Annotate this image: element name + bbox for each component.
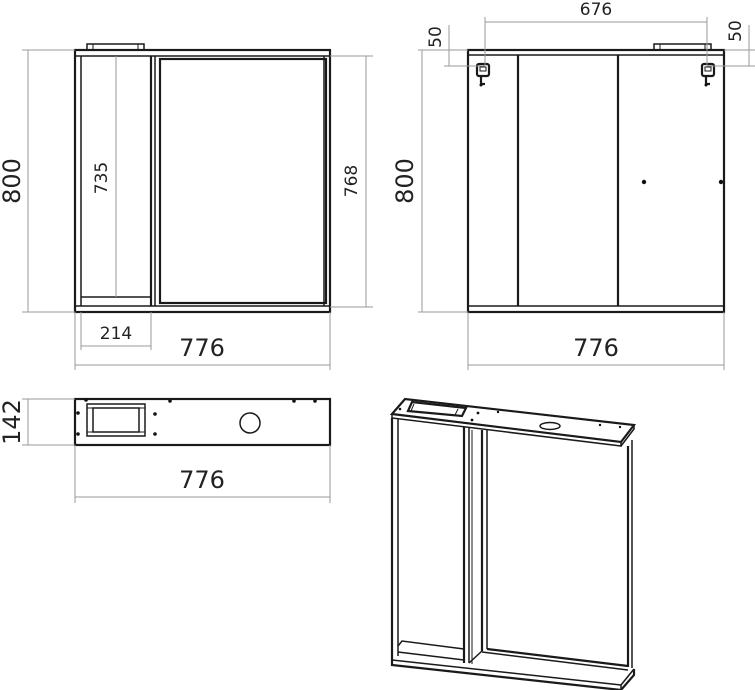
hanger-right-icon	[700, 62, 716, 87]
top-dimensions: 142 776	[0, 398, 331, 503]
iso-top-panel	[389, 397, 637, 444]
dim-hanger-spacing: 676	[580, 0, 612, 20]
iso-light-fixture	[406, 400, 468, 418]
dim-front-width: 776	[179, 334, 225, 362]
mount-hole	[718, 179, 724, 185]
dim-back-height: 800	[391, 158, 419, 204]
mirror-door	[158, 57, 328, 305]
front-view	[73, 43, 332, 314]
dim-front-left-section: 214	[100, 324, 132, 344]
cable-hole	[239, 412, 261, 434]
back-dimensions: 676 50 50 800 776	[391, 0, 755, 370]
dim-hanger-offset-left: 50	[426, 26, 446, 48]
cabinet-back-outline	[466, 48, 726, 314]
back-view	[466, 43, 726, 314]
cabinet-outline	[73, 48, 332, 314]
dim-front-inner-right: 768	[342, 165, 362, 197]
dim-hanger-offset-right: 50	[726, 20, 746, 42]
front-dimensions: 800 735 768 214 776	[0, 49, 373, 370]
dim-back-width: 776	[573, 334, 619, 362]
dim-top-width: 776	[179, 466, 225, 494]
light-fixture-top	[86, 403, 146, 437]
top-view	[73, 397, 332, 447]
isometric-view	[389, 397, 637, 690]
iso-cable-hole	[539, 421, 561, 431]
hanger-left-icon	[475, 62, 491, 87]
cabinet-top-outline	[73, 397, 332, 447]
dim-front-inner-left: 735	[92, 162, 112, 194]
dim-front-height: 800	[0, 158, 26, 204]
dim-top-depth: 142	[0, 399, 26, 445]
mount-hole	[641, 179, 647, 185]
